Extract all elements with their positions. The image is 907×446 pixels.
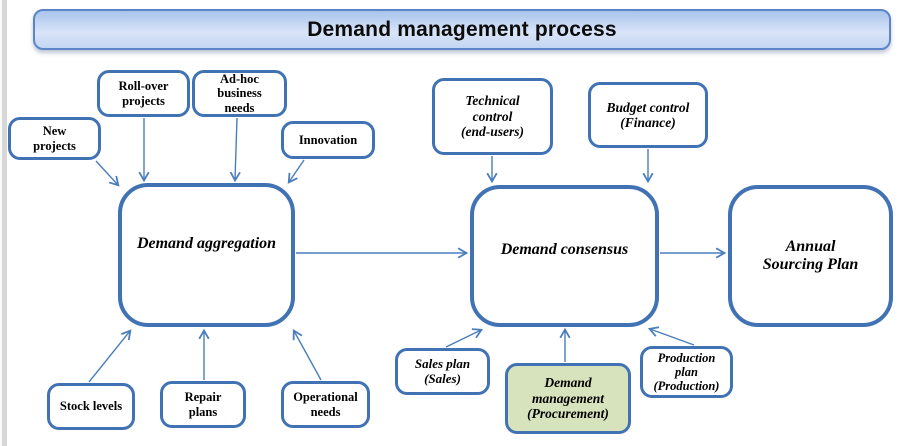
node-production-plan: Production plan (Production): [640, 346, 733, 398]
arrow-sales-plan-to-demand-consensus: [445, 328, 484, 348]
page-title: Demand management process: [33, 9, 891, 50]
node-stock-levels: Stock levels: [47, 383, 135, 430]
node-demand-management: Demand management (Procurement): [505, 363, 631, 434]
arrow-ad-hoc-business-needs-to-demand-aggregation: [229, 117, 241, 183]
arrow-operational-needs-to-demand-aggregation: [292, 329, 322, 381]
arrow-innovation-to-demand-aggregation: [287, 159, 305, 184]
node-ad-hoc-business-needs: Ad-hoc business needs: [192, 70, 287, 117]
node-demand-consensus: Demand consensus: [470, 185, 659, 327]
node-innovation: Innovation: [281, 121, 375, 159]
node-sales-plan: Sales plan (Sales): [395, 348, 490, 395]
slide-edge: [0, 0, 7, 446]
node-technical-control: Technical control (end-users): [432, 78, 553, 155]
arrow-stock-levels-to-demand-aggregation: [88, 329, 132, 383]
node-roll-over-projects: Roll-over projects: [97, 70, 190, 117]
arrow-new-projects-to-demand-aggregation: [95, 160, 120, 187]
node-annual-sourcing-plan: Annual Sourcing Plan: [728, 185, 893, 327]
node-operational-needs: Operational needs: [281, 381, 370, 428]
node-budget-control: Budget control (Finance): [588, 82, 708, 148]
node-new-projects: New projects: [8, 117, 101, 160]
node-demand-aggregation: Demand aggregation: [118, 183, 295, 327]
node-repair-plans: Repair plans: [160, 381, 246, 428]
arrow-production-plan-to-demand-consensus: [647, 326, 695, 346]
